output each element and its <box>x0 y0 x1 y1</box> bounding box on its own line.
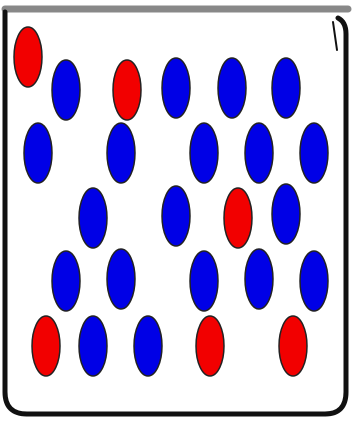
beaker-wall-right <box>325 18 346 414</box>
red-particle <box>224 188 252 248</box>
blue-particle <box>272 58 300 118</box>
blue-particle <box>107 123 135 183</box>
blue-particle <box>79 188 107 248</box>
blue-particle <box>300 123 328 183</box>
red-particle <box>14 27 42 87</box>
blue-particle <box>190 123 218 183</box>
blue-particle <box>245 249 273 309</box>
red-particle <box>279 316 307 376</box>
blue-particle <box>272 184 300 244</box>
blue-particle <box>52 60 80 120</box>
blue-particle <box>218 58 246 118</box>
blue-particle <box>107 249 135 309</box>
blue-particle <box>162 58 190 118</box>
red-particle <box>196 316 224 376</box>
red-particle <box>113 60 141 120</box>
blue-particle <box>79 316 107 376</box>
blue-particle <box>245 123 273 183</box>
blue-particle <box>24 123 52 183</box>
blue-particle <box>300 251 328 311</box>
particles-group <box>14 27 328 376</box>
blue-particle <box>134 316 162 376</box>
blue-particle <box>52 251 80 311</box>
blue-particle <box>190 251 218 311</box>
red-particle <box>32 316 60 376</box>
beaker-spout <box>333 22 337 50</box>
blue-particle <box>162 186 190 246</box>
